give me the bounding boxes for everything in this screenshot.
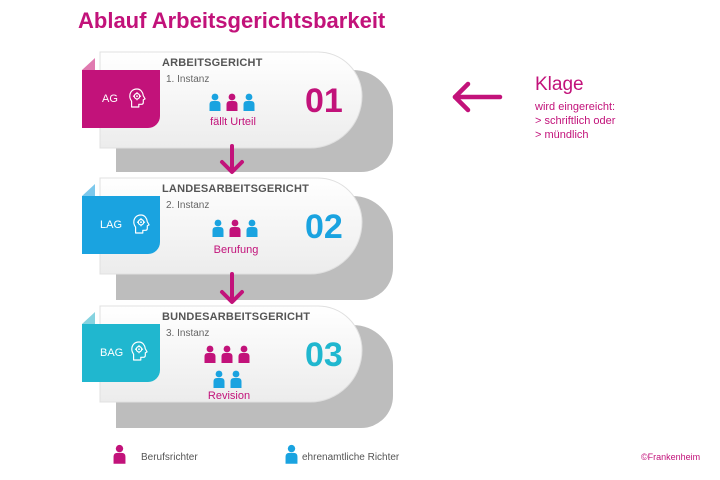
down-arrow-icon [220,144,244,174]
klage-line: wird eingereicht: [535,101,616,113]
tab-label: AG [102,93,118,105]
klage-title: Klage [535,74,584,95]
tab-label: BAG [100,347,124,359]
klage-line: > schriftlich oder [535,115,616,127]
klage-line: > mündlich [535,129,589,141]
page-title: Ablauf Arbeitsgerichtsbarkeit [78,8,386,33]
stage-instanz: 3. Instanz [166,328,210,339]
stage-name: ARBEITSGERICHT [162,57,263,69]
judges-icons [209,93,255,111]
stage-number: 01 [305,82,343,120]
tab-lag [82,196,160,254]
stage-instanz: 2. Instanz [166,200,210,211]
stage-card-ag [82,51,393,172]
stage-name: BUNDESARBEITSGERICHT [162,311,311,323]
stage-action: Revision [207,390,251,402]
stage-number: 02 [305,208,343,246]
stage-action: Berufung [213,244,259,256]
stage-card-bag [82,305,393,428]
tab-label: LAG [100,219,123,231]
judges-icons [212,219,258,237]
copyright: ©Frankenheim [641,452,701,462]
tab-bag [82,324,160,382]
stage-instanz: 1. Instanz [166,74,210,85]
stage-action: fällt Urteil [210,116,256,128]
stage-number: 03 [305,336,343,374]
left-arrow-icon [452,81,503,113]
legend-honorary: ehrenamtliche Richter [302,452,400,463]
professional-judge-icon [113,444,126,464]
honorary-judge-icon [285,444,298,464]
down-arrow-icon [220,272,244,304]
stage-card-lag [82,177,393,300]
tab-ag [82,70,160,128]
stage-name: LANDESARBEITSGERICHT [162,183,310,195]
legend-professional: Berufsrichter [141,452,198,463]
